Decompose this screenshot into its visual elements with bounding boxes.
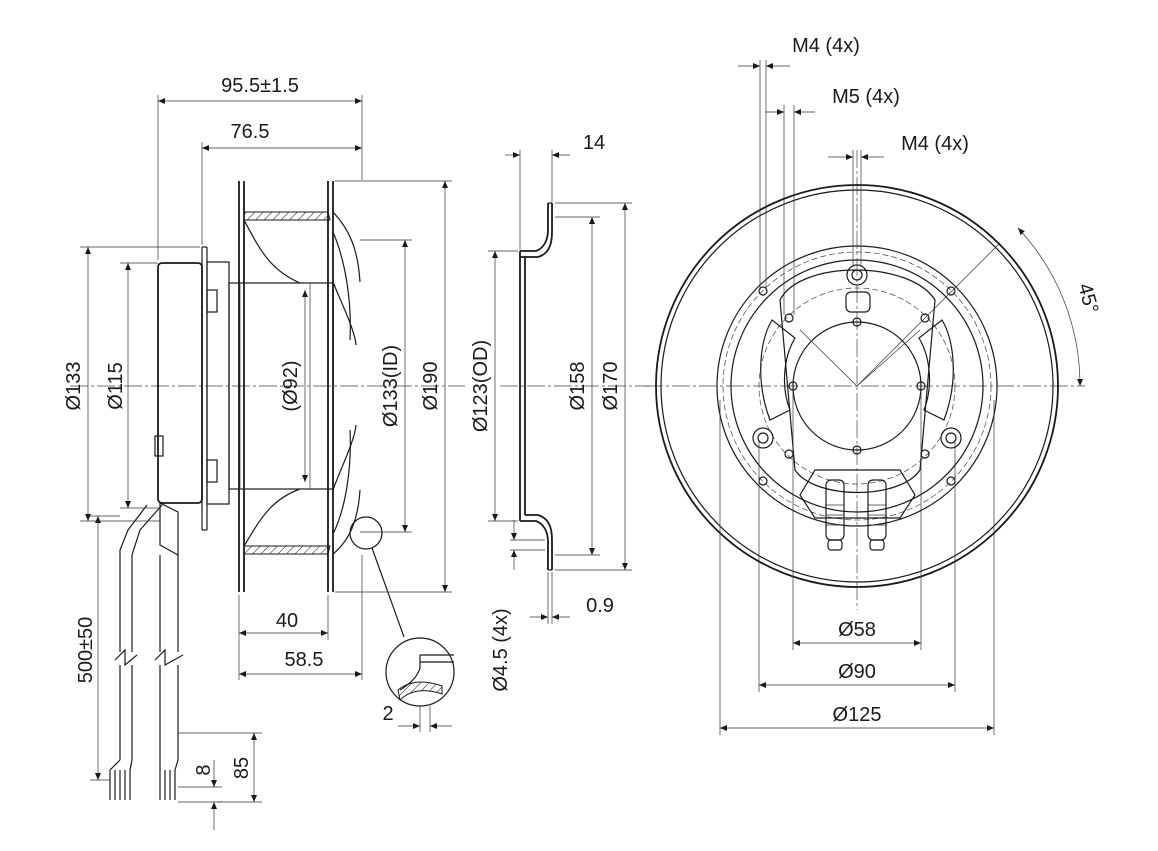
dim-dia-90: Ø90 [838, 661, 876, 683]
dim-dia-123-od: Ø123(OD) [470, 340, 492, 432]
dim-dia-115: Ø115 [105, 362, 127, 409]
dim-strip-85: 85 [231, 757, 253, 779]
side-view: 95.5±1.5 76.5 Ø133 Ø115 (Ø92) Ø133(ID) Ø… [63, 75, 465, 830]
dim-m5: M5 (4x) [832, 86, 900, 108]
dim-m4-right: M4 (4x) [901, 133, 969, 155]
dim-overall-length: 95.5±1.5 [221, 75, 299, 97]
dim-dia-158: Ø158 [567, 362, 589, 411]
dim-thickness: 0.9 [586, 595, 614, 617]
dim-holes: Ø4.5 (4x) [490, 608, 512, 691]
dim-m4-top: M4 (4x) [792, 35, 860, 57]
dim-dia-133-id: Ø133(ID) [380, 345, 402, 427]
front-view: 45° M4 (4x) M5 (4x) M4 (4x) Ø58 Ø90 [645, 35, 1102, 735]
dim-dia-58: Ø58 [838, 619, 876, 641]
dim-impeller-depth: 76.5 [231, 121, 270, 143]
dim-wall-2: 2 [382, 703, 393, 725]
dim-dia-170: Ø170 [600, 362, 622, 411]
dim-len-40: 40 [276, 610, 298, 632]
dim-cable-length: 500±50 [75, 617, 97, 684]
dim-dia-133: Ø133 [63, 362, 85, 411]
dim-dia-190: Ø190 [420, 362, 442, 411]
dim-len-58-5: 58.5 [285, 649, 324, 671]
motor-housing [157, 262, 203, 504]
dim-strip-8: 8 [193, 764, 215, 775]
dim-flange-14: 14 [583, 132, 605, 154]
dim-angle: 45° [1073, 281, 1102, 316]
dim-dia-92: (Ø92) [280, 360, 302, 411]
inlet-ring-view: 14 Ø123(OD) Ø158 Ø170 Ø4.5 (4x) 0.9 [470, 132, 650, 692]
dim-dia-125: Ø125 [833, 704, 882, 726]
